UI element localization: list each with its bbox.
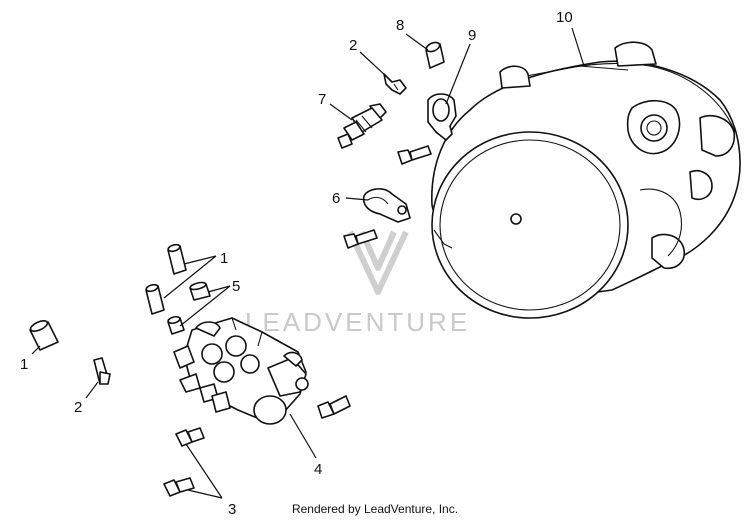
- part-3-bolt-b[interactable]: [163, 477, 195, 497]
- bolt-right[interactable]: [317, 395, 351, 419]
- callout-2-upper: 2: [349, 37, 357, 54]
- callout-1-left: 1: [20, 356, 28, 373]
- part-8-sleeve[interactable]: [425, 41, 445, 69]
- footer-credit: Rendered by LeadVenture, Inc.: [291, 502, 459, 516]
- callout-1-group: 1: [220, 250, 228, 267]
- part-1-sleeve-b[interactable]: [145, 283, 165, 315]
- callout-labels: 10 9 8 2 7 6 1 5 1 2 4 3: [20, 9, 573, 518]
- callout-3: 3: [228, 501, 236, 518]
- callout-5: 5: [232, 278, 240, 295]
- callout-8: 8: [396, 17, 404, 34]
- watermark-text: LEADVENTURE: [245, 307, 470, 337]
- part-6-bracket[interactable]: [362, 188, 411, 223]
- bolt-upper[interactable]: [397, 145, 432, 165]
- leader-lines: [31, 27, 585, 499]
- part-9-clamp[interactable]: [427, 93, 457, 141]
- part-2-clip-upper[interactable]: [383, 73, 407, 95]
- part-10-housing-cover[interactable]: [431, 41, 741, 319]
- part-1-sleeve-a[interactable]: [167, 243, 187, 275]
- callout-7: 7: [318, 91, 326, 108]
- part-3-bolt-a[interactable]: [175, 427, 205, 447]
- leadventure-watermark: LEADVENTURE: [245, 230, 470, 337]
- callout-9: 9: [468, 27, 476, 44]
- part-5-bushing-a[interactable]: [189, 281, 211, 301]
- callout-10: 10: [556, 9, 573, 26]
- part-5-bushing-b[interactable]: [167, 315, 185, 335]
- bolt-middle[interactable]: [343, 229, 378, 249]
- callout-2-lower: 2: [74, 399, 82, 416]
- part-7-sensor[interactable]: [337, 103, 387, 149]
- callout-6: 6: [332, 190, 340, 207]
- part-2-clip-lower[interactable]: [93, 357, 111, 385]
- callout-4: 4: [314, 461, 322, 478]
- watermark-logo-icon: [347, 230, 409, 295]
- part-1-sleeve-left[interactable]: [29, 319, 59, 351]
- part-4-valve-assembly[interactable]: [173, 317, 309, 425]
